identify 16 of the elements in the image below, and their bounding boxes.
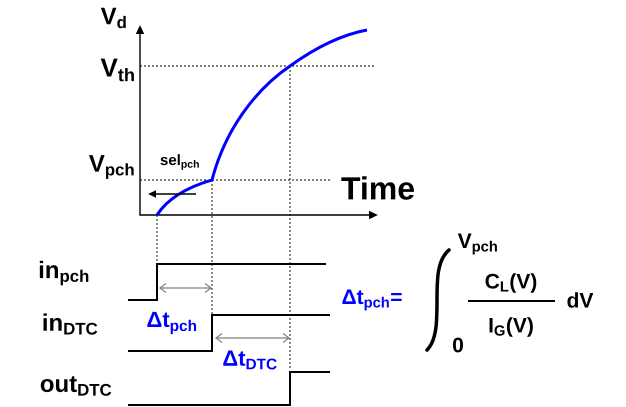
axis-label: V$_{d}$ — [100, 8, 126, 28]
formula-term: C$_{L}$(V) — [486, 273, 536, 293]
axis-label: Time — [341, 176, 414, 200]
formula-term: Δt$_{pch}$= — [342, 290, 402, 310]
formula-term: dV — [567, 292, 594, 308]
axis-label: V$_{th}$ — [100, 58, 134, 82]
signal-label: in$_{DTC}$ — [44, 313, 98, 335]
signal-label: out$_{DTC}$ — [40, 376, 112, 396]
interval-label: Δt$_{pch}$ — [147, 312, 196, 334]
interval-label: Δt$_{DTC}$ — [223, 350, 277, 370]
formula-term: I$_{G}$(V) — [490, 317, 533, 337]
signal-label: sel$_{pch}$ — [160, 154, 199, 170]
signal-label: in$_{pch}$ — [40, 260, 88, 286]
axis-label: V$_{pch}$ — [88, 155, 134, 179]
formula-term: 0 — [453, 338, 463, 352]
formula-term: V$_{pch}$ — [458, 234, 497, 254]
